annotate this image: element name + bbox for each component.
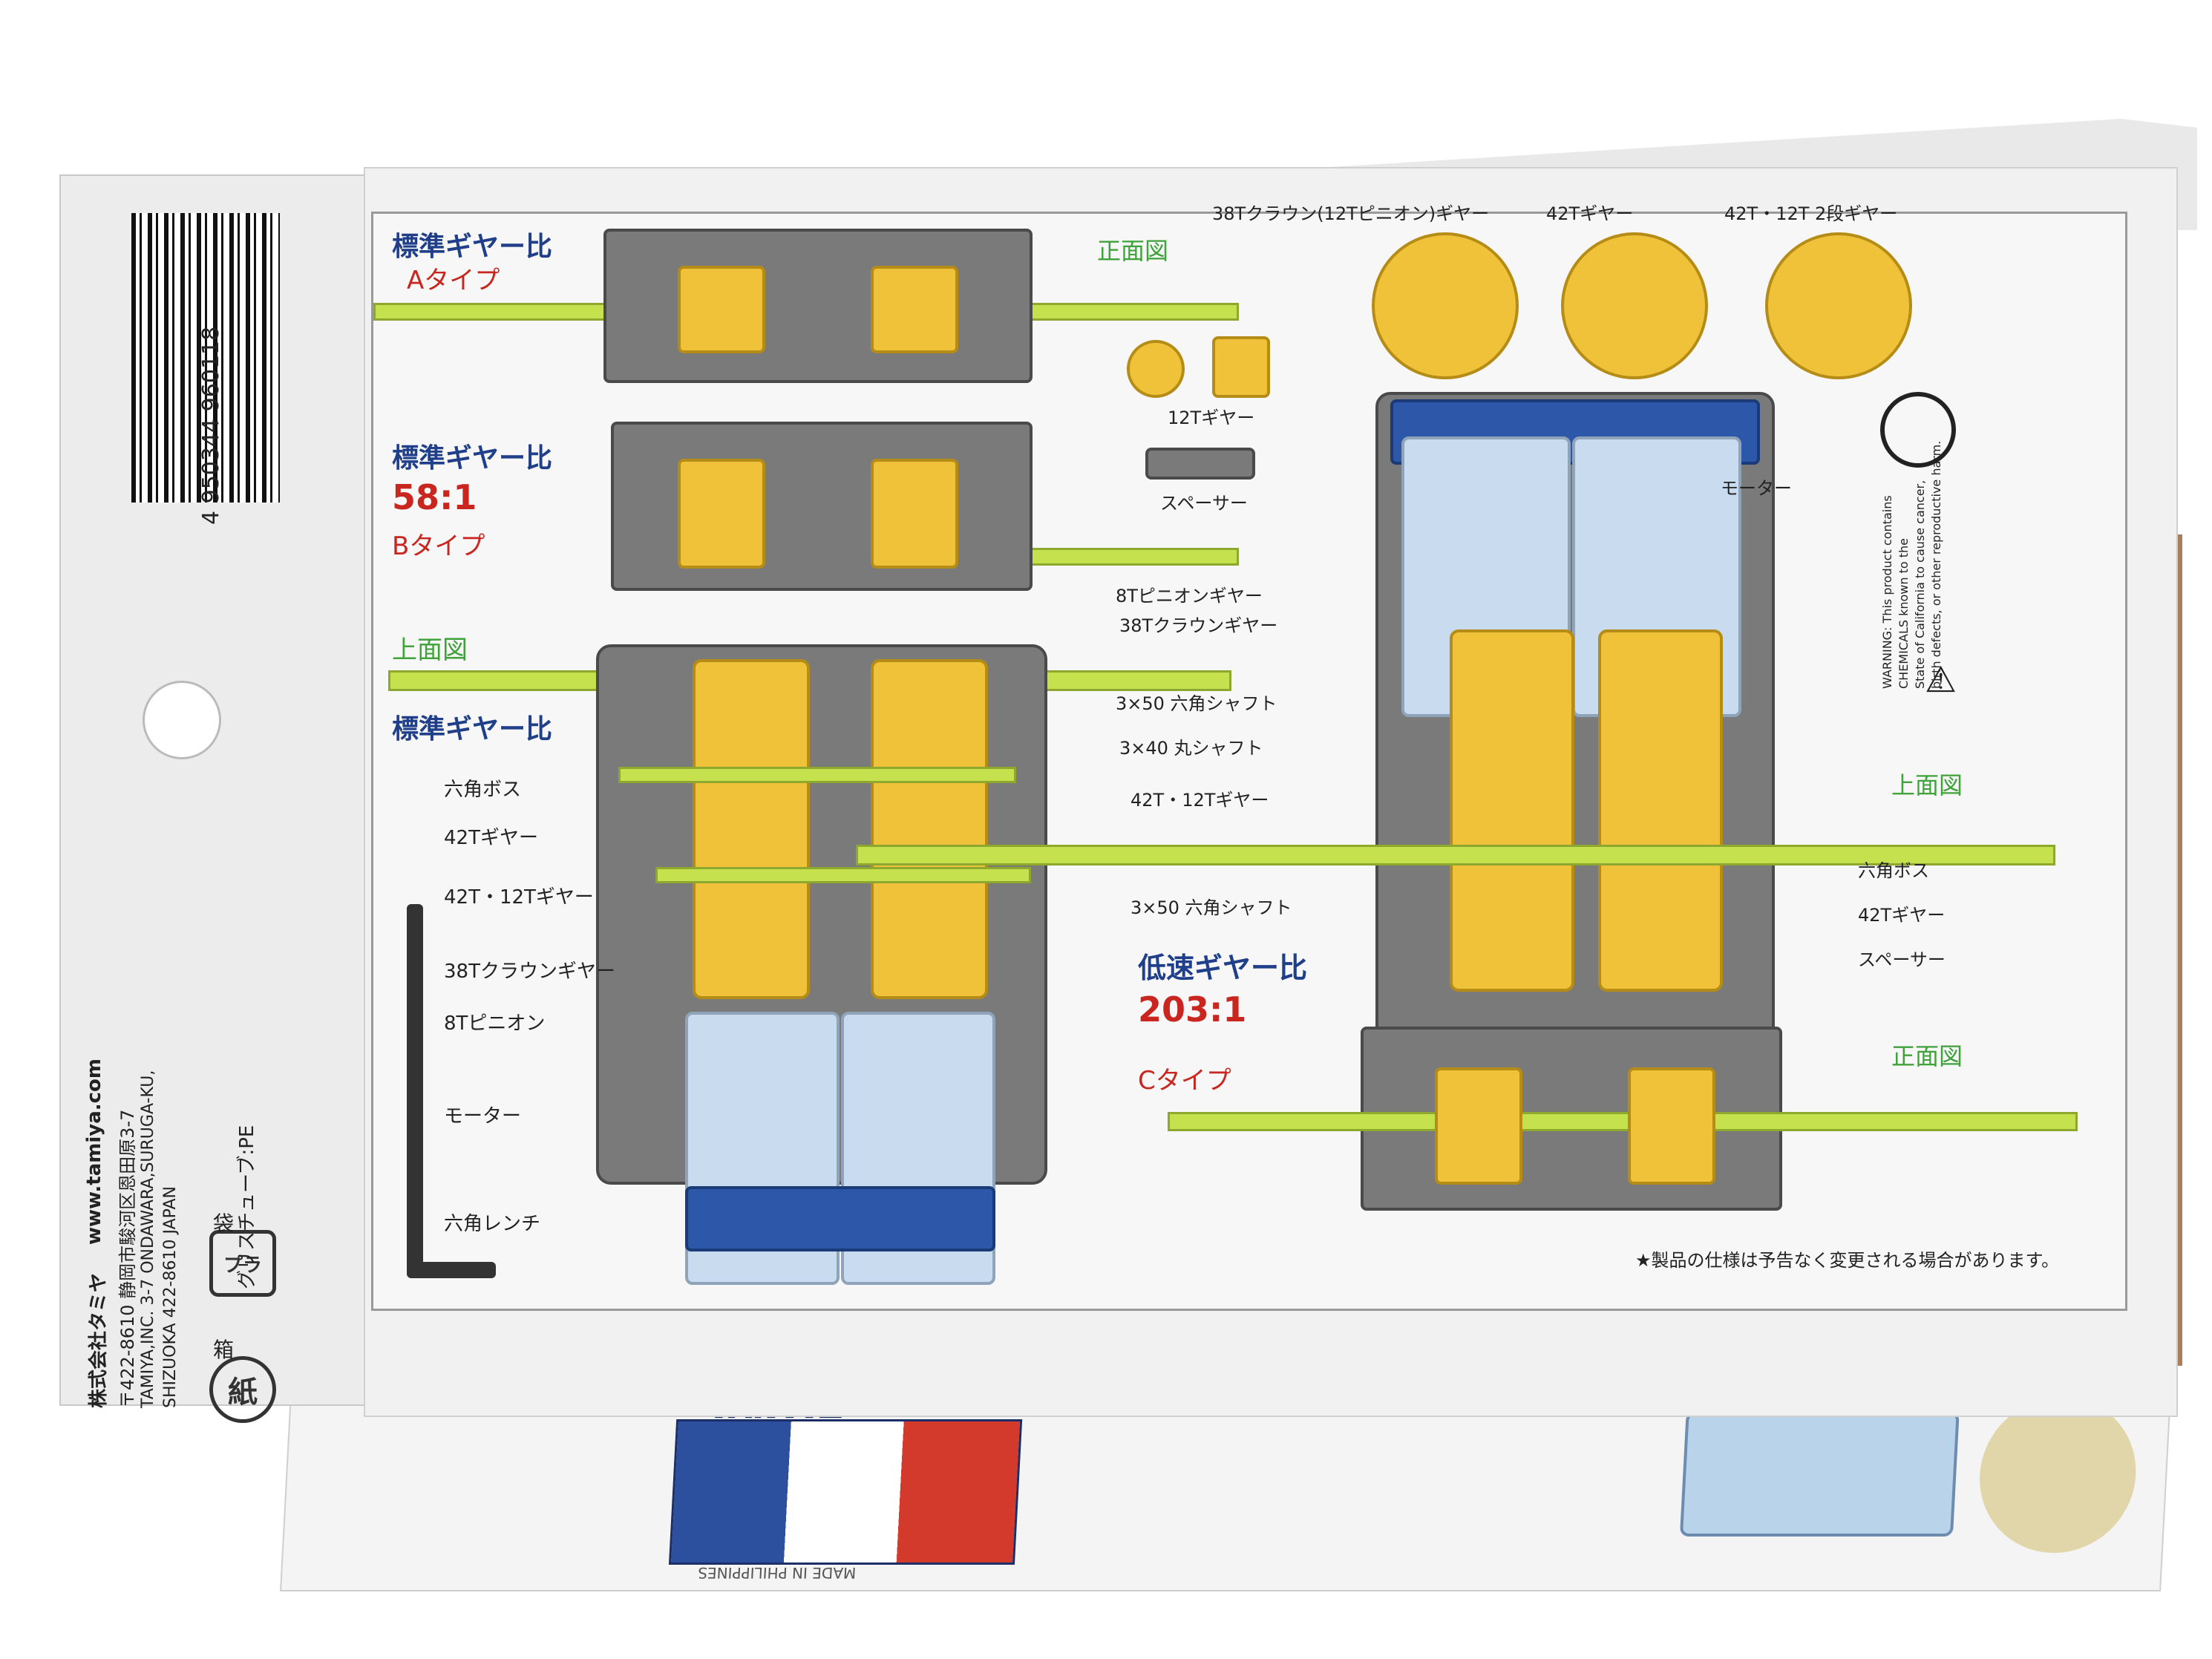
- paper-recycle-label: 箱: [213, 1338, 235, 1362]
- part-gear42-label: 42Tギヤー: [1546, 203, 1634, 224]
- type-c-gear-2: [1628, 1067, 1715, 1185]
- standard-top-gear-stack-2: [871, 659, 988, 999]
- hex-wrench: [407, 904, 423, 1275]
- type-a-gearbox: [603, 229, 1033, 383]
- type-c-title: 低速ギヤー比: [1138, 952, 1308, 984]
- type-b-title: 標準ギヤー比: [392, 443, 553, 474]
- part-crown38-label: 38Tクラウン(12Tピニオン)ギヤー: [1212, 203, 1490, 224]
- type-a-view: 正面図: [1097, 237, 1169, 265]
- gear12-icon-a: [1127, 340, 1185, 398]
- standard-top-view: 上面図: [392, 635, 468, 665]
- barcode-digits: 4 950344 960118: [198, 326, 224, 525]
- warning-line-4: birth defects, or other reproductive har…: [1929, 440, 1943, 689]
- grease-tube-label: グリスチューブ:PE: [236, 1125, 258, 1289]
- part-gear42-12-label: 42T・12T 2段ギヤー: [1724, 203, 1898, 224]
- address-en-2: SHIZUOKA 422-8610 JAPAN: [161, 1186, 180, 1408]
- warning-line-1: WARNING: This product contains: [1880, 495, 1894, 689]
- side-gear-illustration: [1975, 1397, 2140, 1553]
- gear42-12-icon: [1765, 232, 1912, 379]
- type-a-label: Aタイプ: [407, 266, 500, 295]
- type-c-shaft: [1168, 1112, 2078, 1131]
- type-c-view: 正面図: [1891, 1042, 1963, 1070]
- made-in-text: MADE IN PHILIPPINES: [697, 1564, 857, 1582]
- company-name: 株式会社タミヤ: [88, 1272, 110, 1408]
- type-b-gear-1: [678, 459, 765, 569]
- low-gear-stack-1: [1450, 629, 1574, 992]
- callout-left-motor: モーター: [444, 1105, 522, 1128]
- warning-line-2: CHEMICALS known to the: [1897, 537, 1911, 689]
- plastic-recycle-mark: プラ: [223, 1254, 262, 1277]
- type-c-gear-1: [1435, 1067, 1522, 1185]
- standard-top-gear-stack-1: [693, 659, 810, 999]
- hang-hole: [143, 681, 221, 759]
- paper-recycle-mark: 紙: [228, 1375, 258, 1410]
- type-b-gear-2: [871, 459, 958, 569]
- callout-left-pinion8: 8Tピニオン: [444, 1012, 546, 1035]
- callout-mid-round-shaft: 3×40 丸シャフト: [1119, 738, 1263, 759]
- type-a-gear-1: [678, 266, 765, 353]
- callout-right-hex-boss: 六角ボス: [1858, 860, 1929, 881]
- callout-mid-hex-shaft: 3×50 六角シャフト: [1116, 693, 1277, 714]
- type-a-gear-2: [871, 266, 958, 353]
- type-b-ratio: 58:1: [392, 477, 477, 517]
- type-c-ratio: 203:1: [1138, 989, 1247, 1030]
- barcode: [131, 213, 280, 503]
- callout-right-gear42: 42Tギヤー: [1858, 905, 1946, 926]
- crown-gear-icon: [1372, 232, 1519, 379]
- part-gear12-label: 12Tギヤー: [1168, 408, 1255, 428]
- standard-hex-shaft: [618, 767, 1016, 783]
- left-side-flap: 4 950344 960118 株式会社タミヤ www.tamiya.com 〒…: [59, 174, 374, 1423]
- type-b-label: Bタイプ: [392, 531, 485, 561]
- paper-recycle-icon: 紙: [209, 1356, 276, 1423]
- type-b-gearbox: [611, 422, 1033, 591]
- recycle-arrows-icon: [1880, 392, 1956, 468]
- tamiya-logo: [668, 1419, 1023, 1565]
- website: www.tamiya.com: [83, 1058, 105, 1245]
- callout-left-hex-wrench: 六角レンチ: [444, 1213, 541, 1235]
- standard-motor-cap: [685, 1186, 995, 1251]
- low-top-shaft: [856, 845, 2055, 866]
- gear42-icon: [1561, 232, 1708, 379]
- disclaimer: ★製品の仕様は予告なく変更される場合があります。: [1635, 1250, 2060, 1271]
- gear12-icon-b: [1212, 336, 1270, 398]
- plastic-recycle-icon: プラ: [209, 1230, 276, 1297]
- callout-left-gear42: 42Tギヤー: [444, 827, 538, 849]
- address-jp: 〒422-8610 静岡市駿河区恩田原3-7: [117, 1109, 138, 1408]
- callout-right-spacer: スペーサー: [1858, 949, 1946, 970]
- type-c-label: Cタイプ: [1138, 1066, 1231, 1096]
- hex-wrench-foot: [407, 1262, 496, 1278]
- warning-triangle-icon: ⚠: [1925, 659, 1957, 701]
- spacer-icon: [1145, 448, 1255, 480]
- callout-mid-gear42-12: 42T・12Tギヤー: [1130, 790, 1269, 811]
- side-motor-illustration: [1679, 1412, 1960, 1537]
- standard-top-title: 標準ギヤー比: [392, 714, 553, 745]
- callout-mid-crown38: 38Tクラウンギヤー: [1119, 615, 1278, 636]
- callout-left-hex-boss: 六角ボス: [444, 779, 522, 801]
- callout-mid-hex-shaft-b: 3×50 六角シャフト: [1130, 897, 1292, 918]
- part-spacer-label: スペーサー: [1160, 493, 1248, 514]
- plastic-recycle-label: 袋: [213, 1211, 235, 1236]
- low-top-view: 上面図: [1891, 771, 1963, 799]
- callout-left-gear42-12: 42T・12Tギヤー: [444, 886, 594, 909]
- address-en-1: TAMIYA,INC. 3-7 ONDAWARA,SURUGA-KU,: [139, 1070, 157, 1408]
- standard-round-shaft: [655, 867, 1031, 883]
- callout-mid-pinion8: 8Tピニオンギヤー: [1116, 586, 1263, 606]
- type-a-title: 標準ギヤー比: [392, 232, 553, 262]
- part-motor-label: モーター: [1721, 478, 1792, 499]
- warning-line-3: State of California to cause cancer,: [1913, 480, 1927, 689]
- diagram-panel: 標準ギヤー比 Aタイプ 正面図 標準ギヤー比 58:1 Bタイプ 上面図 標準ギ…: [371, 203, 2127, 1311]
- low-gear-stack-2: [1598, 629, 1723, 992]
- callout-left-crown38: 38Tクラウンギヤー: [444, 961, 615, 983]
